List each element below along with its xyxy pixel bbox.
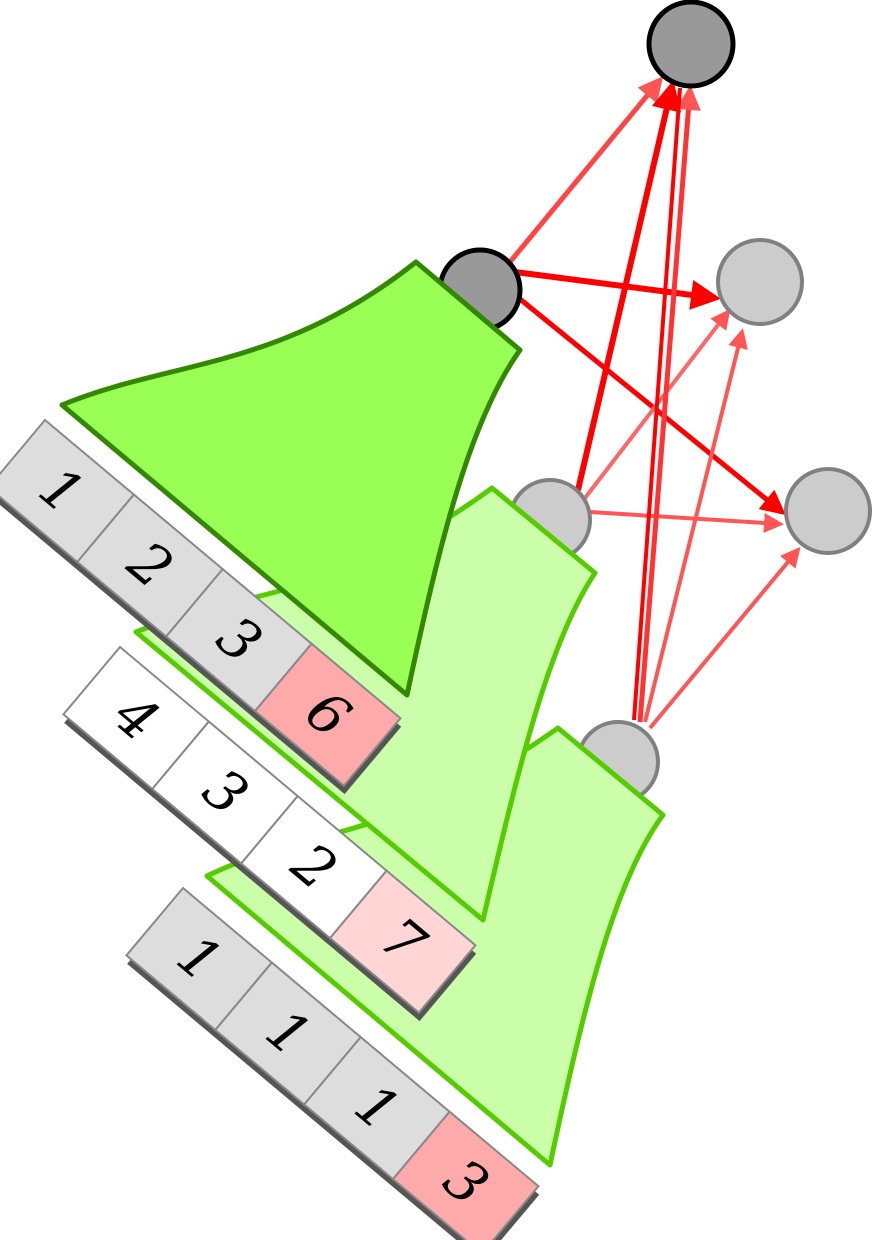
edge-c-to-output <box>637 85 701 723</box>
edge-c-to-hidden-1 <box>643 328 748 723</box>
edge-c-to-output-2 <box>632 87 682 721</box>
network-edges <box>508 76 801 730</box>
edge-b-to-output <box>575 80 682 491</box>
edge-b-to-hidden-2 <box>589 510 784 533</box>
output-node <box>646 0 736 89</box>
edge-a-to-hidden-1 <box>514 269 721 310</box>
input-cell <box>253 642 402 788</box>
edge-c-to-hidden-2 <box>648 546 801 730</box>
network-nodes <box>646 0 872 555</box>
edge-a-to-output <box>508 76 664 264</box>
hidden-node-1 <box>716 238 804 326</box>
edge-a-to-hidden-2 <box>513 293 786 516</box>
input-cell <box>391 1110 540 1240</box>
hidden-node-2 <box>784 467 872 555</box>
input-cell <box>328 869 477 1015</box>
unit-1-funnel <box>59 259 523 698</box>
